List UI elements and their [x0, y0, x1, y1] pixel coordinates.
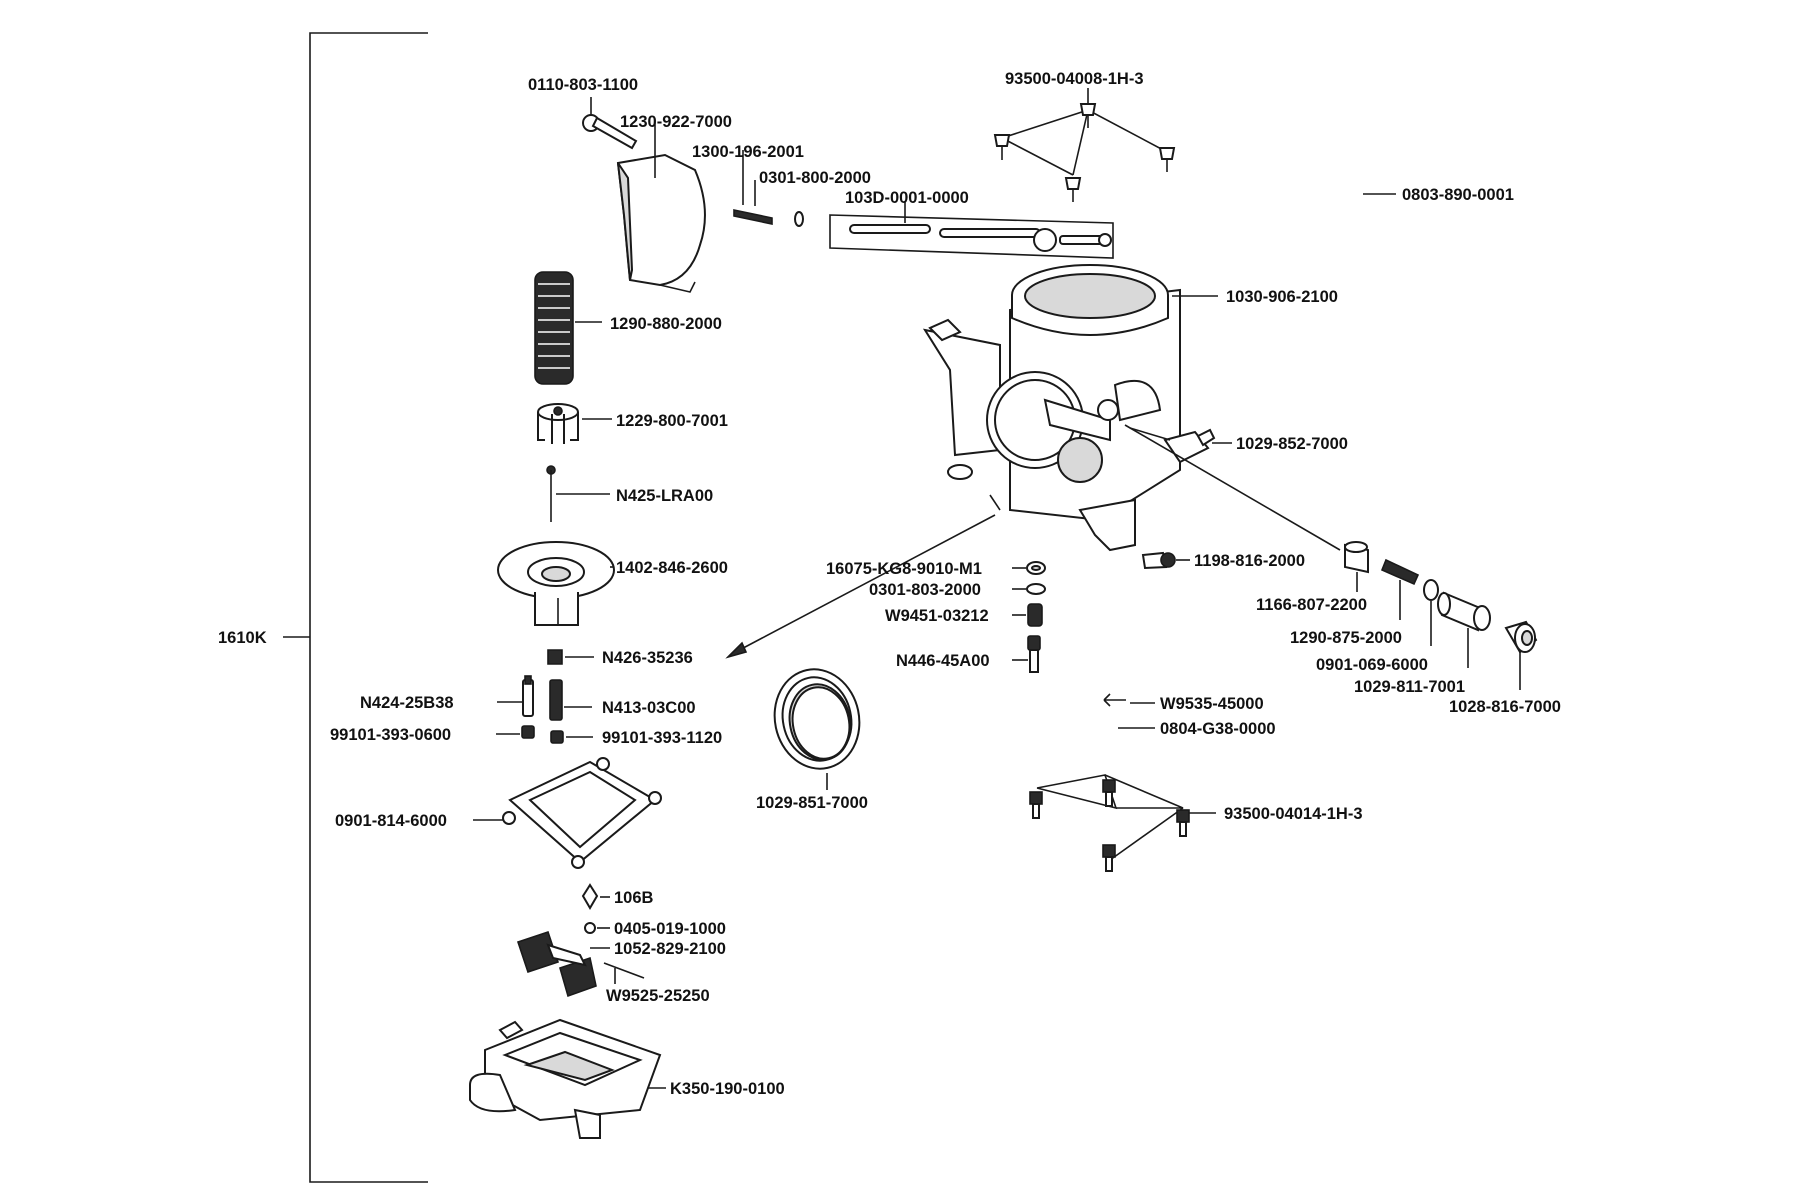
part-screw-1198-816-2000[interactable] [1141, 551, 1176, 570]
part-screws-93500-04008-1H-3[interactable] [993, 103, 1176, 202]
part-washer-0301-800-2000[interactable] [794, 211, 804, 227]
label-N446-45A00: N446-45A00 [896, 652, 990, 670]
label-1230-922-7000: 1230-922-7000 [620, 113, 732, 131]
part-screws-93500-04014-1H-3[interactable] [1029, 774, 1190, 872]
part-diaphragm-1402-846-2600[interactable] [497, 541, 615, 626]
label-1229-800-7001: 1229-800-7001 [616, 412, 728, 430]
part-spring-1290-875-2000[interactable] [1380, 558, 1420, 586]
label-1029-852-7000: 1029-852-7000 [1236, 435, 1348, 453]
label-16075-KG8-9010-M1: 16075-KG8-9010-M1 [826, 560, 982, 578]
label-0110-803-1100: 0110-803-1100 [528, 76, 638, 94]
part-screw-99101-393-0600[interactable] [521, 725, 535, 739]
part-spring-1290-880-2000[interactable] [534, 271, 574, 385]
part-oring-0901-069-6000[interactable] [1423, 579, 1439, 601]
label-1402-846-2600: 1402-846-2600 [616, 559, 728, 577]
label-93500-04014-1H-3: 93500-04014-1H-3 [1224, 805, 1363, 823]
label-W9525-25250: W9525-25250 [606, 987, 710, 1005]
label-1166-807-2200: 1166-807-2200 [1256, 596, 1367, 614]
part-clip-0405-019-1000[interactable] [584, 922, 596, 934]
part-pin-W9525-25250[interactable] [603, 962, 645, 979]
label-N424-25B38: N424-25B38 [360, 694, 454, 712]
label-0301-800-2000: 0301-800-2000 [759, 169, 871, 187]
label-1052-829-2100: 1052-829-2100 [614, 940, 726, 958]
assembly-label: 1610K [218, 629, 267, 647]
part-ring-16075-KG8-9010-M1[interactable] [1026, 561, 1046, 575]
part-screw-99101-393-1120[interactable] [550, 730, 564, 744]
label-W9535-45000: W9535-45000 [1160, 695, 1264, 713]
part-linkage-103D-0001-0000[interactable] [829, 214, 1114, 259]
label-1290-880-2000: 1290-880-2000 [610, 315, 722, 333]
label-0405-019-1000: 0405-019-1000 [614, 920, 726, 938]
label-0803-890-0001: 0803-890-0001 [1402, 186, 1514, 204]
part-top-cover-1230-922-7000[interactable] [616, 153, 706, 293]
label-103D-0001-0000: 103D-0001-0000 [845, 189, 969, 207]
part-plunger-1166-807-2200[interactable] [1344, 541, 1369, 574]
label-1300-196-2001: 1300-196-2001 [692, 143, 804, 161]
part-clip-W9535-45000[interactable] [1103, 693, 1126, 707]
label-0901-814-6000: 0901-814-6000 [335, 812, 447, 830]
label-W9451-03212: W9451-03212 [885, 607, 989, 625]
label-N425-LRA00: N425-LRA00 [616, 487, 713, 505]
part-jet-N413-03C00[interactable] [549, 679, 563, 721]
part-nut-1029-811-7001[interactable] [1437, 591, 1491, 632]
label-1028-816-7000: 1028-816-7000 [1449, 698, 1561, 716]
label-1030-906-2100: 1030-906-2100 [1226, 288, 1338, 306]
label-0901-069-6000: 0901-069-6000 [1316, 656, 1428, 674]
label-1198-816-2000: 1198-816-2000 [1194, 552, 1305, 570]
part-air-screw-N446-45A00[interactable] [1027, 635, 1041, 673]
part-washer-0301-803-2000[interactable] [1026, 583, 1046, 595]
label-1029-811-7001: 1029-811-7001 [1354, 678, 1465, 696]
label-93500-04008-1H-3: 93500-04008-1H-3 [1005, 70, 1144, 88]
part-jet-N424-25B38[interactable] [522, 675, 534, 717]
part-carburetor-body-1030-906-2100[interactable] [922, 264, 1216, 552]
part-assembly-pointer-16075-KG8-9010-M1 [725, 494, 1001, 659]
label-1029-851-7000: 1029-851-7000 [756, 794, 868, 812]
label-1290-875-2000: 1290-875-2000 [1290, 629, 1402, 647]
part-jet-needle-N425-LRA00[interactable] [546, 465, 556, 522]
label-N426-35236: N426-35236 [602, 649, 693, 667]
label-K350-190-0100: K350-190-0100 [670, 1080, 785, 1098]
part-hose-0804-G38-0000[interactable] [963, 711, 1116, 750]
part-retainer-1229-800-7001[interactable] [537, 403, 579, 444]
part-choke-pointer [1124, 424, 1341, 551]
assembly-bracket [283, 32, 428, 1183]
part-float-1052-829-2100[interactable] [516, 930, 597, 998]
part-screw-0110-803-1100[interactable] [582, 114, 638, 150]
label-0301-803-2000: 0301-803-2000 [869, 581, 981, 599]
part-cap-1028-816-7000[interactable] [1504, 620, 1538, 654]
part-needle-valve-106B[interactable] [581, 883, 599, 910]
part-spring-W9451-03212[interactable] [1027, 603, 1043, 627]
label-99101-393-0600: 99101-393-0600 [330, 726, 451, 744]
part-main-jet-N426-35236[interactable] [547, 649, 563, 665]
part-spring-1300-196-2001[interactable] [733, 209, 773, 225]
label-99101-393-1120: 99101-393-1120 [602, 729, 722, 747]
label-N413-03C00: N413-03C00 [602, 699, 696, 717]
part-fitting-1029-852-7000[interactable] [1129, 427, 1171, 441]
part-float-bowl-K350-190-0100[interactable] [469, 1018, 662, 1139]
part-vent-hose-0803-890-0001[interactable] [1277, 102, 1363, 261]
part-gasket-0901-814-6000[interactable] [502, 757, 662, 869]
part-seal-ring-1029-851-7000[interactable] [766, 661, 869, 776]
label-0804-G38-0000: 0804-G38-0000 [1160, 720, 1276, 738]
label-106B: 106B [614, 889, 654, 907]
